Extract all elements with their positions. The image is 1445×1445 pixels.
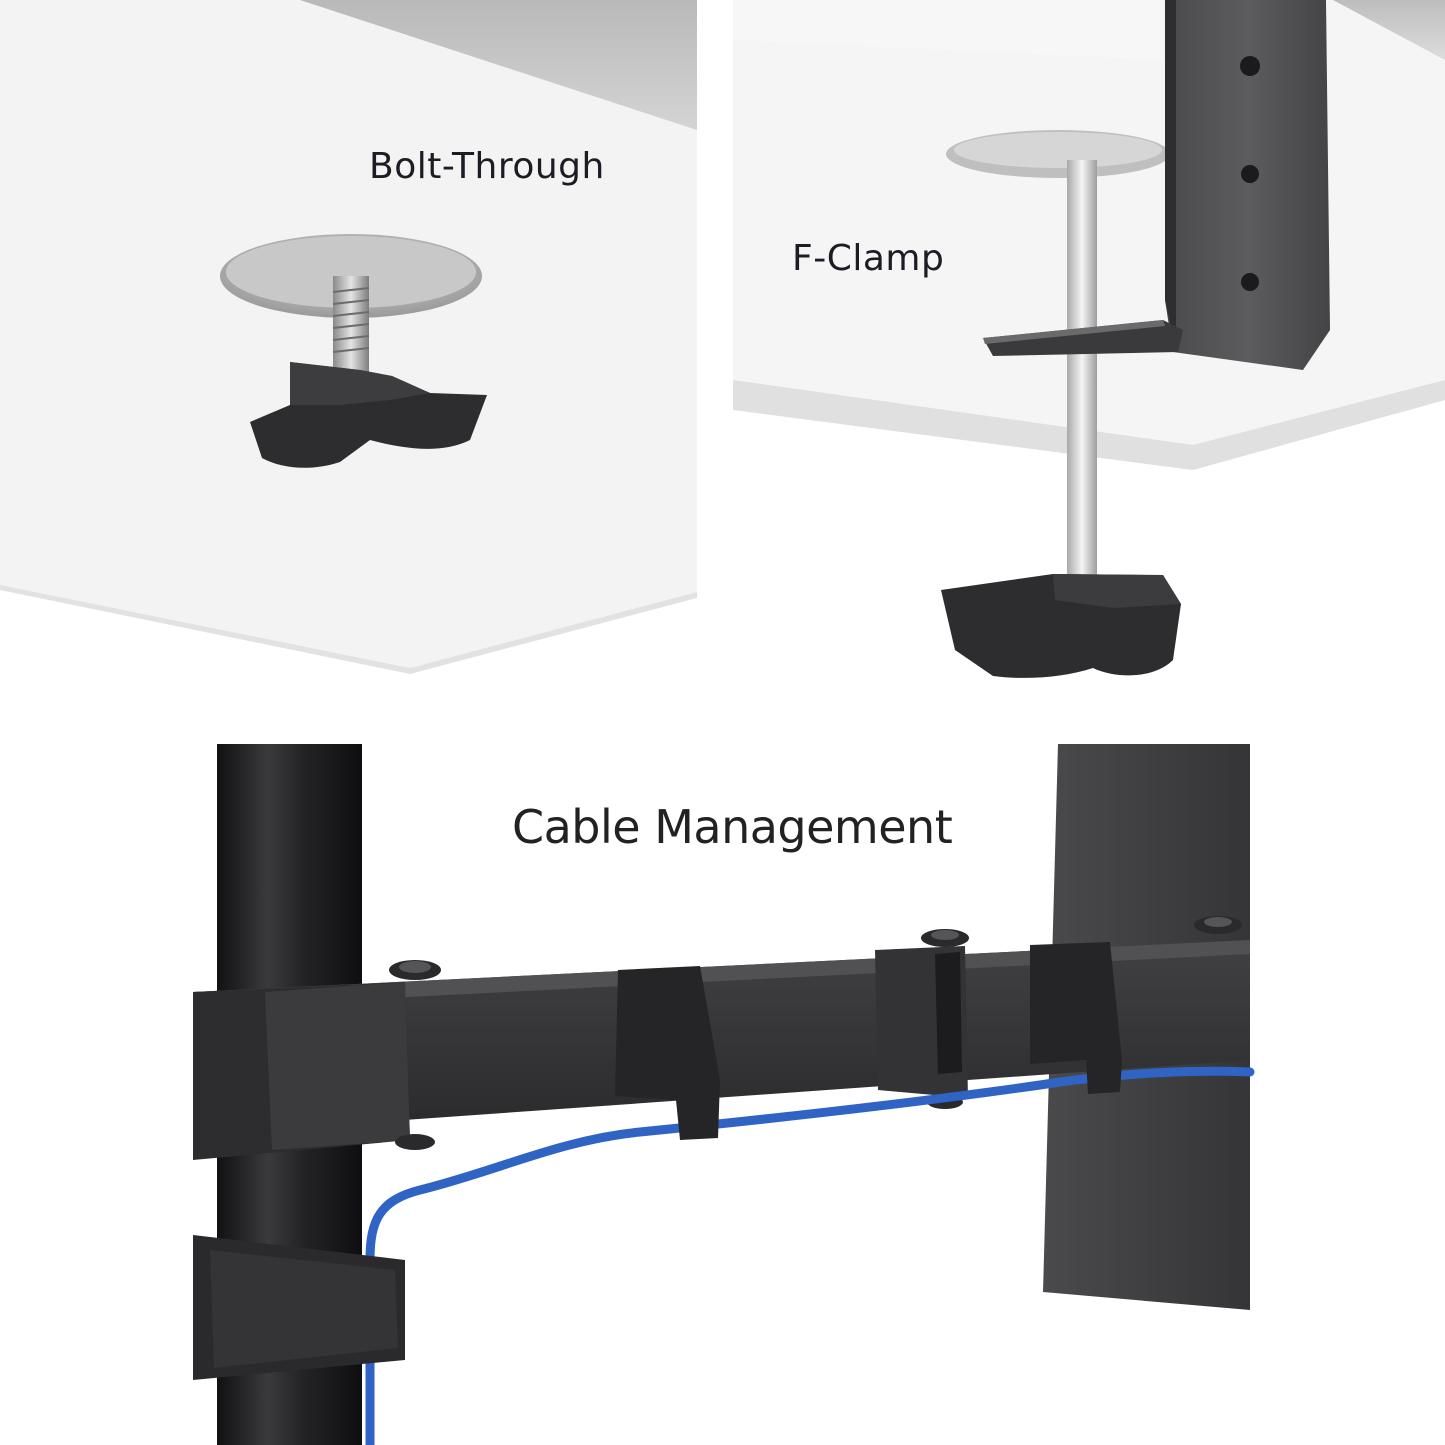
cable-management-panel: Cable Management — [0, 720, 1445, 1445]
bolt-through-panel: Bolt-Through — [0, 0, 697, 700]
cable-management-illustration — [193, 744, 1255, 1445]
f-clamp-panel: F-Clamp — [733, 0, 1445, 700]
f-clamp-label: F-Clamp — [792, 238, 945, 279]
cable-management-label: Cable Management — [512, 800, 953, 854]
bolt-through-label: Bolt-Through — [369, 146, 605, 187]
f-clamp-mount-illustration — [733, 0, 1445, 678]
bolt-through-mount-illustration — [0, 0, 697, 700]
